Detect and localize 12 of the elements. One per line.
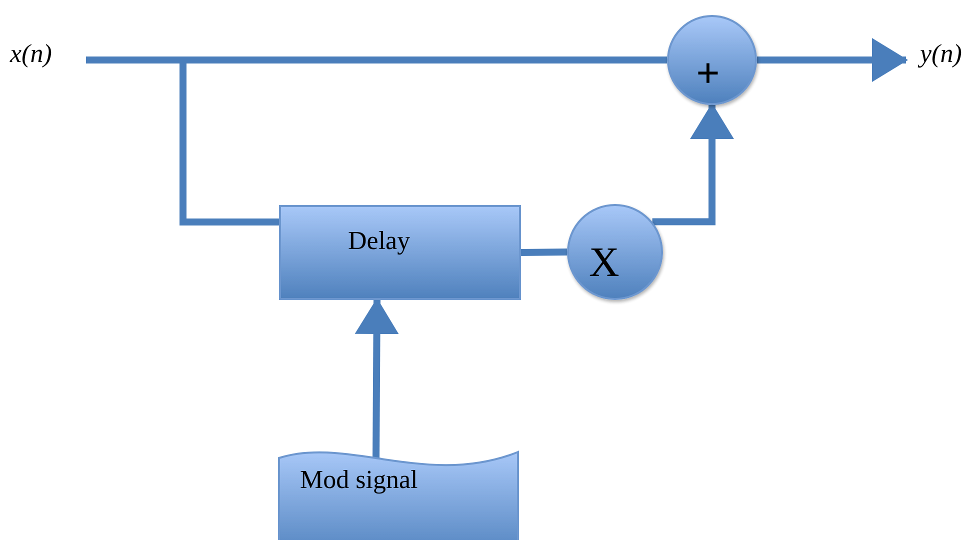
node-label: Delay <box>348 227 410 256</box>
arrow <box>652 103 734 226</box>
arrow <box>354 298 399 460</box>
process-box <box>279 205 521 300</box>
node-label: Mod signal <box>300 466 418 495</box>
document-shape <box>278 448 520 540</box>
arrow <box>757 38 908 82</box>
connector-line <box>520 248 568 256</box>
operator-symbol: X <box>589 240 620 286</box>
signal-label: y(n) <box>920 40 962 69</box>
operator-symbol: + <box>696 51 720 98</box>
signal-label: x(n) <box>10 40 52 69</box>
